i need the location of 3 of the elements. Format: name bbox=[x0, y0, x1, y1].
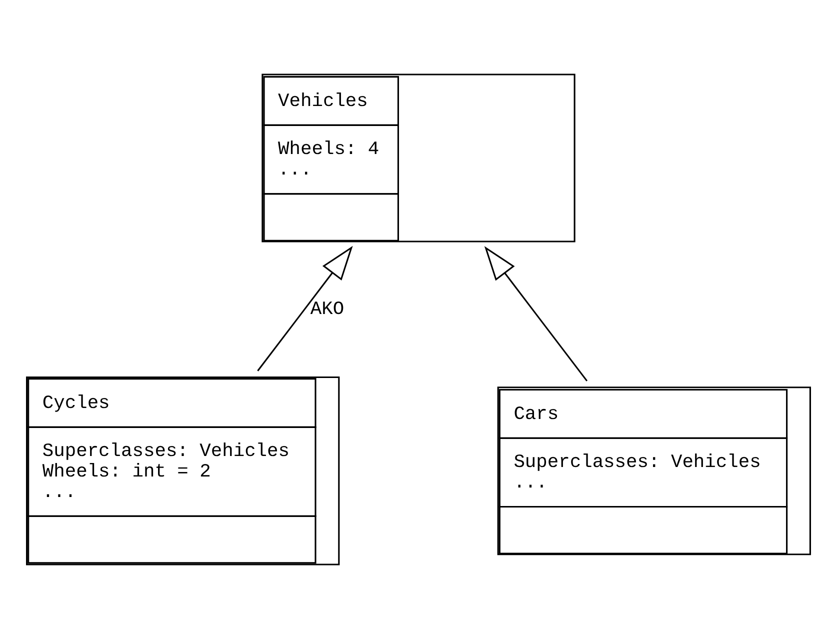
arrow bbox=[257, 246, 353, 372]
arrow bbox=[484, 246, 588, 382]
edge-label: AKO bbox=[310, 298, 344, 320]
